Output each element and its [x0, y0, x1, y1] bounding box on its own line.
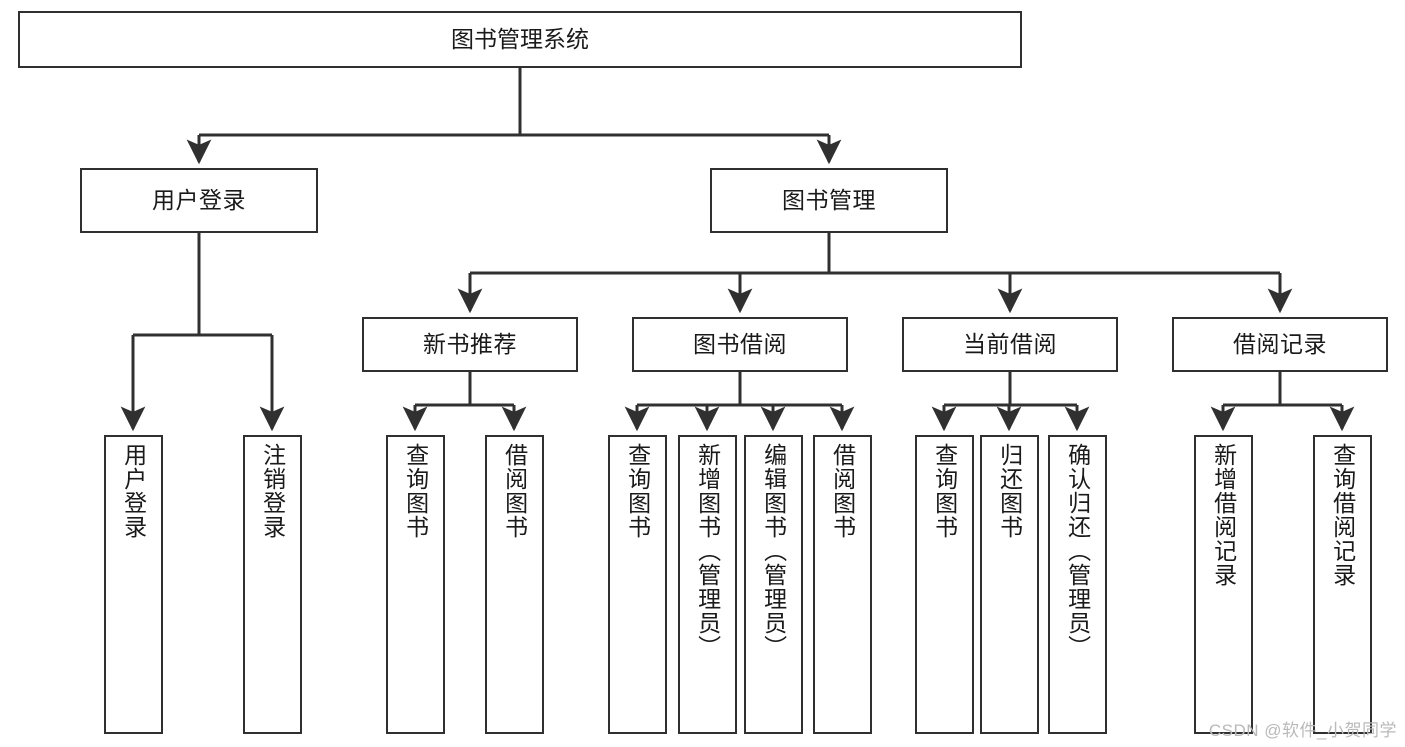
leaf-node-label: 新增图书（管理员）: [694, 443, 721, 659]
leaf-node[interactable]: 新增图书（管理员）: [678, 435, 737, 734]
leaf-node[interactable]: 用户登录: [104, 435, 163, 734]
leaf-node-label: 查询图书: [624, 443, 651, 539]
node-new-book-recommend[interactable]: 新书推荐: [362, 317, 578, 372]
leaf-node-label: 新增借阅记录: [1210, 443, 1237, 587]
leaf-node[interactable]: 借阅图书: [485, 435, 544, 734]
leaf-node-label: 编辑图书（管理员）: [760, 443, 787, 659]
leaf-node[interactable]: 编辑图书（管理员）: [744, 435, 803, 734]
leaf-node[interactable]: 查询图书: [386, 435, 445, 734]
node-user-login[interactable]: 用户登录: [80, 168, 318, 233]
leaf-node[interactable]: 新增借阅记录: [1194, 435, 1253, 734]
leaf-node-label: 借阅图书: [501, 443, 528, 539]
node-borrow-record-label: 借阅记录: [1233, 330, 1327, 357]
node-borrow-record[interactable]: 借阅记录: [1172, 317, 1388, 372]
leaf-node-label: 查询借阅记录: [1329, 443, 1356, 587]
leaf-node[interactable]: 查询图书: [915, 435, 974, 734]
leaf-node[interactable]: 查询借阅记录: [1313, 435, 1372, 734]
leaf-node[interactable]: 借阅图书: [813, 435, 872, 734]
leaf-node-label: 用户登录: [120, 443, 147, 539]
node-book-management[interactable]: 图书管理: [710, 168, 948, 233]
leaf-node[interactable]: 注销登录: [243, 435, 302, 734]
leaf-node-label: 借阅图书: [829, 443, 856, 539]
node-user-login-label: 用户登录: [152, 186, 246, 213]
node-book-borrow[interactable]: 图书借阅: [632, 317, 848, 372]
csdn-watermark: CSDN @软件_小贺同学: [1208, 721, 1397, 740]
leaf-node-label: 确认归还（管理员）: [1064, 443, 1091, 659]
node-new-book-recommend-label: 新书推荐: [423, 330, 517, 357]
node-current-borrow-label: 当前借阅: [963, 330, 1057, 357]
node-root[interactable]: 图书管理系统: [18, 11, 1022, 68]
leaf-node-label: 查询图书: [402, 443, 429, 539]
leaf-node-label: 注销登录: [259, 443, 286, 539]
leaf-node[interactable]: 确认归还（管理员）: [1048, 435, 1107, 734]
leaf-node-label: 归还图书: [996, 443, 1023, 539]
node-current-borrow[interactable]: 当前借阅: [902, 317, 1118, 372]
leaf-node-label: 查询图书: [931, 443, 958, 539]
node-book-management-label: 图书管理: [782, 186, 876, 213]
leaf-node[interactable]: 查询图书: [608, 435, 667, 734]
node-root-label: 图书管理系统: [451, 25, 589, 52]
node-book-borrow-label: 图书借阅: [693, 330, 787, 357]
leaf-node[interactable]: 归还图书: [980, 435, 1039, 734]
